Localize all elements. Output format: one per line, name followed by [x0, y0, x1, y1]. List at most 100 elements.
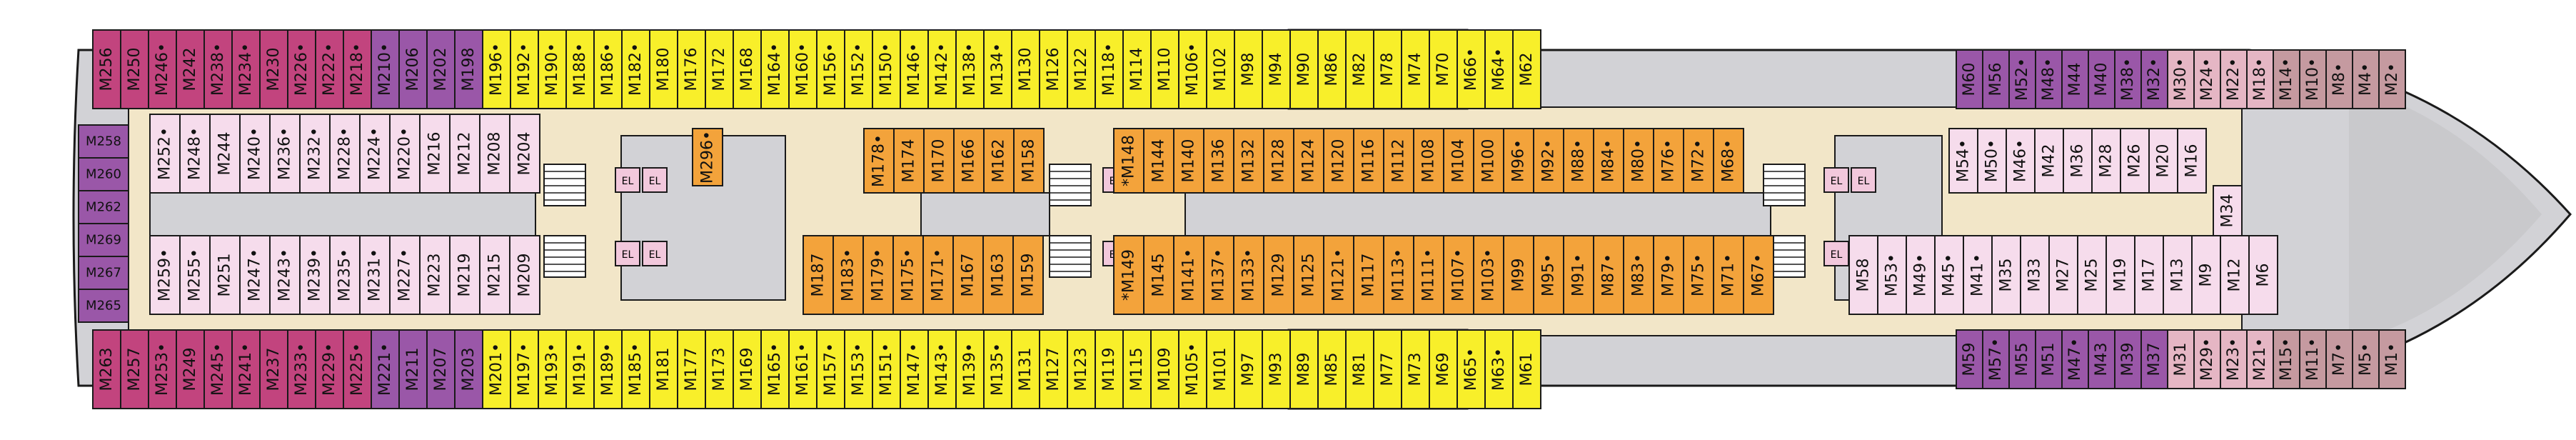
cabin-label: M121•	[1330, 249, 1348, 301]
cabin-outer-bottom: M119	[1095, 329, 1124, 409]
cabin-fwd-inner-bottom: M12	[2220, 235, 2250, 315]
elevator-icon: EL	[1823, 167, 1849, 193]
cabin-label: M53•	[1883, 254, 1901, 296]
cabin-inner-aft-bottom: M239•	[299, 235, 331, 315]
cabin-fwd-top: M40	[2088, 49, 2115, 109]
cabin-fwd-bottom: M57•	[1982, 329, 2010, 389]
cabin-label: M87•	[1600, 254, 1618, 296]
cabin-label: M107•	[1450, 249, 1468, 301]
cabin-fwd-bottom: M15•	[2273, 329, 2300, 389]
cabin-outer-top: M186•	[593, 29, 623, 109]
cabin-outer-bottom: M203	[454, 329, 483, 409]
cabin-fwd-inner-top: M36	[2063, 128, 2093, 194]
cabin-outer-bottom: M257	[120, 329, 149, 409]
cabin-outer-top: M90	[1289, 29, 1319, 109]
cabin-outer-top: M164•	[760, 29, 790, 109]
cabin-label: M218•	[348, 43, 366, 96]
cabin-outer-bottom: M123	[1067, 329, 1096, 409]
cabin-inner-fwd-bottom: M121•	[1323, 235, 1354, 315]
cabin-label: M178•	[870, 134, 888, 187]
cabin-inner-mid-top: M162	[983, 128, 1015, 194]
cabin-label: M239•	[306, 249, 324, 301]
cabin-outer-bottom: M97	[1234, 329, 1263, 409]
cabin-label: M242	[181, 48, 199, 91]
cabin-label: M41•	[1969, 254, 1987, 296]
cabin-label: M31	[2172, 343, 2190, 376]
cabin-outer-top: M66•	[1456, 29, 1486, 109]
cabin-label: M120	[1330, 139, 1348, 183]
cabin-label: M99	[1510, 259, 1528, 292]
cabin-label: M17	[2140, 259, 2158, 292]
cabin-outer-top: M118•	[1095, 29, 1124, 109]
cabin-outer-bottom: M173	[705, 329, 734, 409]
cabin-label: M82	[1351, 53, 1369, 86]
cabin-label: M135•	[989, 343, 1007, 396]
cabin-outer-top: M222•	[315, 29, 344, 109]
cabin-outer-top: M242	[176, 29, 205, 109]
cabin-inner-fwd-bottom: M117	[1353, 235, 1384, 315]
cabin-label: M133•	[1240, 249, 1258, 301]
cabin-label: M180	[655, 48, 673, 91]
cabin-inner-fwd-bottom: M103•	[1473, 235, 1504, 315]
cabin-fwd-inner-bottom: M27	[2048, 235, 2078, 315]
cabin-outer-bottom: M193•	[538, 329, 567, 409]
cabin-label: M90	[1295, 53, 1313, 86]
stairs-icon	[1763, 164, 1806, 206]
cabin-label: M2•	[2383, 63, 2401, 96]
cabin-label: M198	[460, 48, 478, 91]
cabin-fwd-top: M10•	[2299, 49, 2327, 109]
cabin-inner-fwd-top: M80•	[1623, 128, 1654, 194]
cabin-fwd-bottom: M5•	[2352, 329, 2380, 389]
cabin-label: M12	[2226, 259, 2244, 292]
cabin-outer-bottom: M151•	[872, 329, 901, 409]
cabin-label: M9	[2198, 264, 2215, 287]
cabin-outer-bottom: M161•	[788, 329, 817, 409]
cabin-label: M103•	[1480, 249, 1498, 301]
cabin-outer-bottom: M229•	[315, 329, 344, 409]
cabin-outer-bottom: M127	[1039, 329, 1068, 409]
cabin-inner-fwd-top: M140	[1173, 128, 1204, 194]
cabin-outer-bottom: M153•	[844, 329, 873, 409]
cabin-fwd-inner-bottom: M6	[2248, 235, 2278, 315]
cabin-inner-aft-top: M248•	[179, 114, 211, 194]
cabin-label: M216	[426, 132, 444, 176]
cabin-fwd-inner-bottom: M13	[2163, 235, 2193, 315]
cabin-label: M251	[216, 254, 234, 297]
cabin-label: M23•	[2225, 338, 2243, 381]
cabin-outer-bottom: M263	[92, 329, 121, 409]
cabin-label: M102	[1212, 48, 1229, 91]
cabin-inner-aft-top: M252•	[149, 114, 181, 194]
cabin-label: M18•	[2251, 58, 2269, 101]
cabin-label: M40	[2093, 63, 2110, 96]
cabin-label: M70	[1434, 53, 1452, 86]
cabin-label: M20	[2155, 144, 2173, 178]
cabin-outer-bottom: M165•	[760, 329, 790, 409]
cabin-label: M210•	[376, 43, 394, 96]
cabin-label: M69	[1434, 353, 1452, 386]
cabin-fwd-inner-bottom: M9	[2191, 235, 2221, 315]
cabin-inner-mid-top: M158	[1013, 128, 1045, 194]
cabin-label: M62	[1518, 53, 1536, 86]
cabin-label: M157•	[822, 343, 840, 396]
bow-deck	[2349, 86, 2542, 343]
cabin-outer-bottom: M73	[1401, 329, 1430, 409]
cabin-label: M78	[1379, 53, 1397, 86]
cabin-fwd-bottom: M59	[1956, 329, 1983, 389]
cabin-label: M171•	[930, 249, 947, 301]
cabin-outer-bottom: M143•	[927, 329, 957, 409]
cabin-inner-fwd-top: M72•	[1683, 128, 1714, 194]
cabin-label: M152•	[850, 43, 867, 96]
cabin-fwd-bottom: M7•	[2325, 329, 2353, 389]
cabin-label: M211	[404, 348, 422, 391]
cabin-label: M203	[460, 348, 478, 391]
cabin-label: M179•	[870, 249, 887, 301]
cabin-fwd-inner-top: M28	[2091, 128, 2121, 194]
cabin-outer-bottom: M157•	[816, 329, 845, 409]
cabin-inner-fwd-top: M88•	[1563, 128, 1594, 194]
cabin-inner-fwd-bottom: M113•	[1383, 235, 1414, 315]
cabin-fwd-inner-top: M20	[2148, 128, 2178, 194]
cabin-label: M36	[2069, 144, 2087, 178]
cabin-fwd-bottom: M1•	[2378, 329, 2406, 389]
cabin-label: M296•	[699, 131, 717, 184]
svg-text:EL: EL	[622, 176, 634, 187]
